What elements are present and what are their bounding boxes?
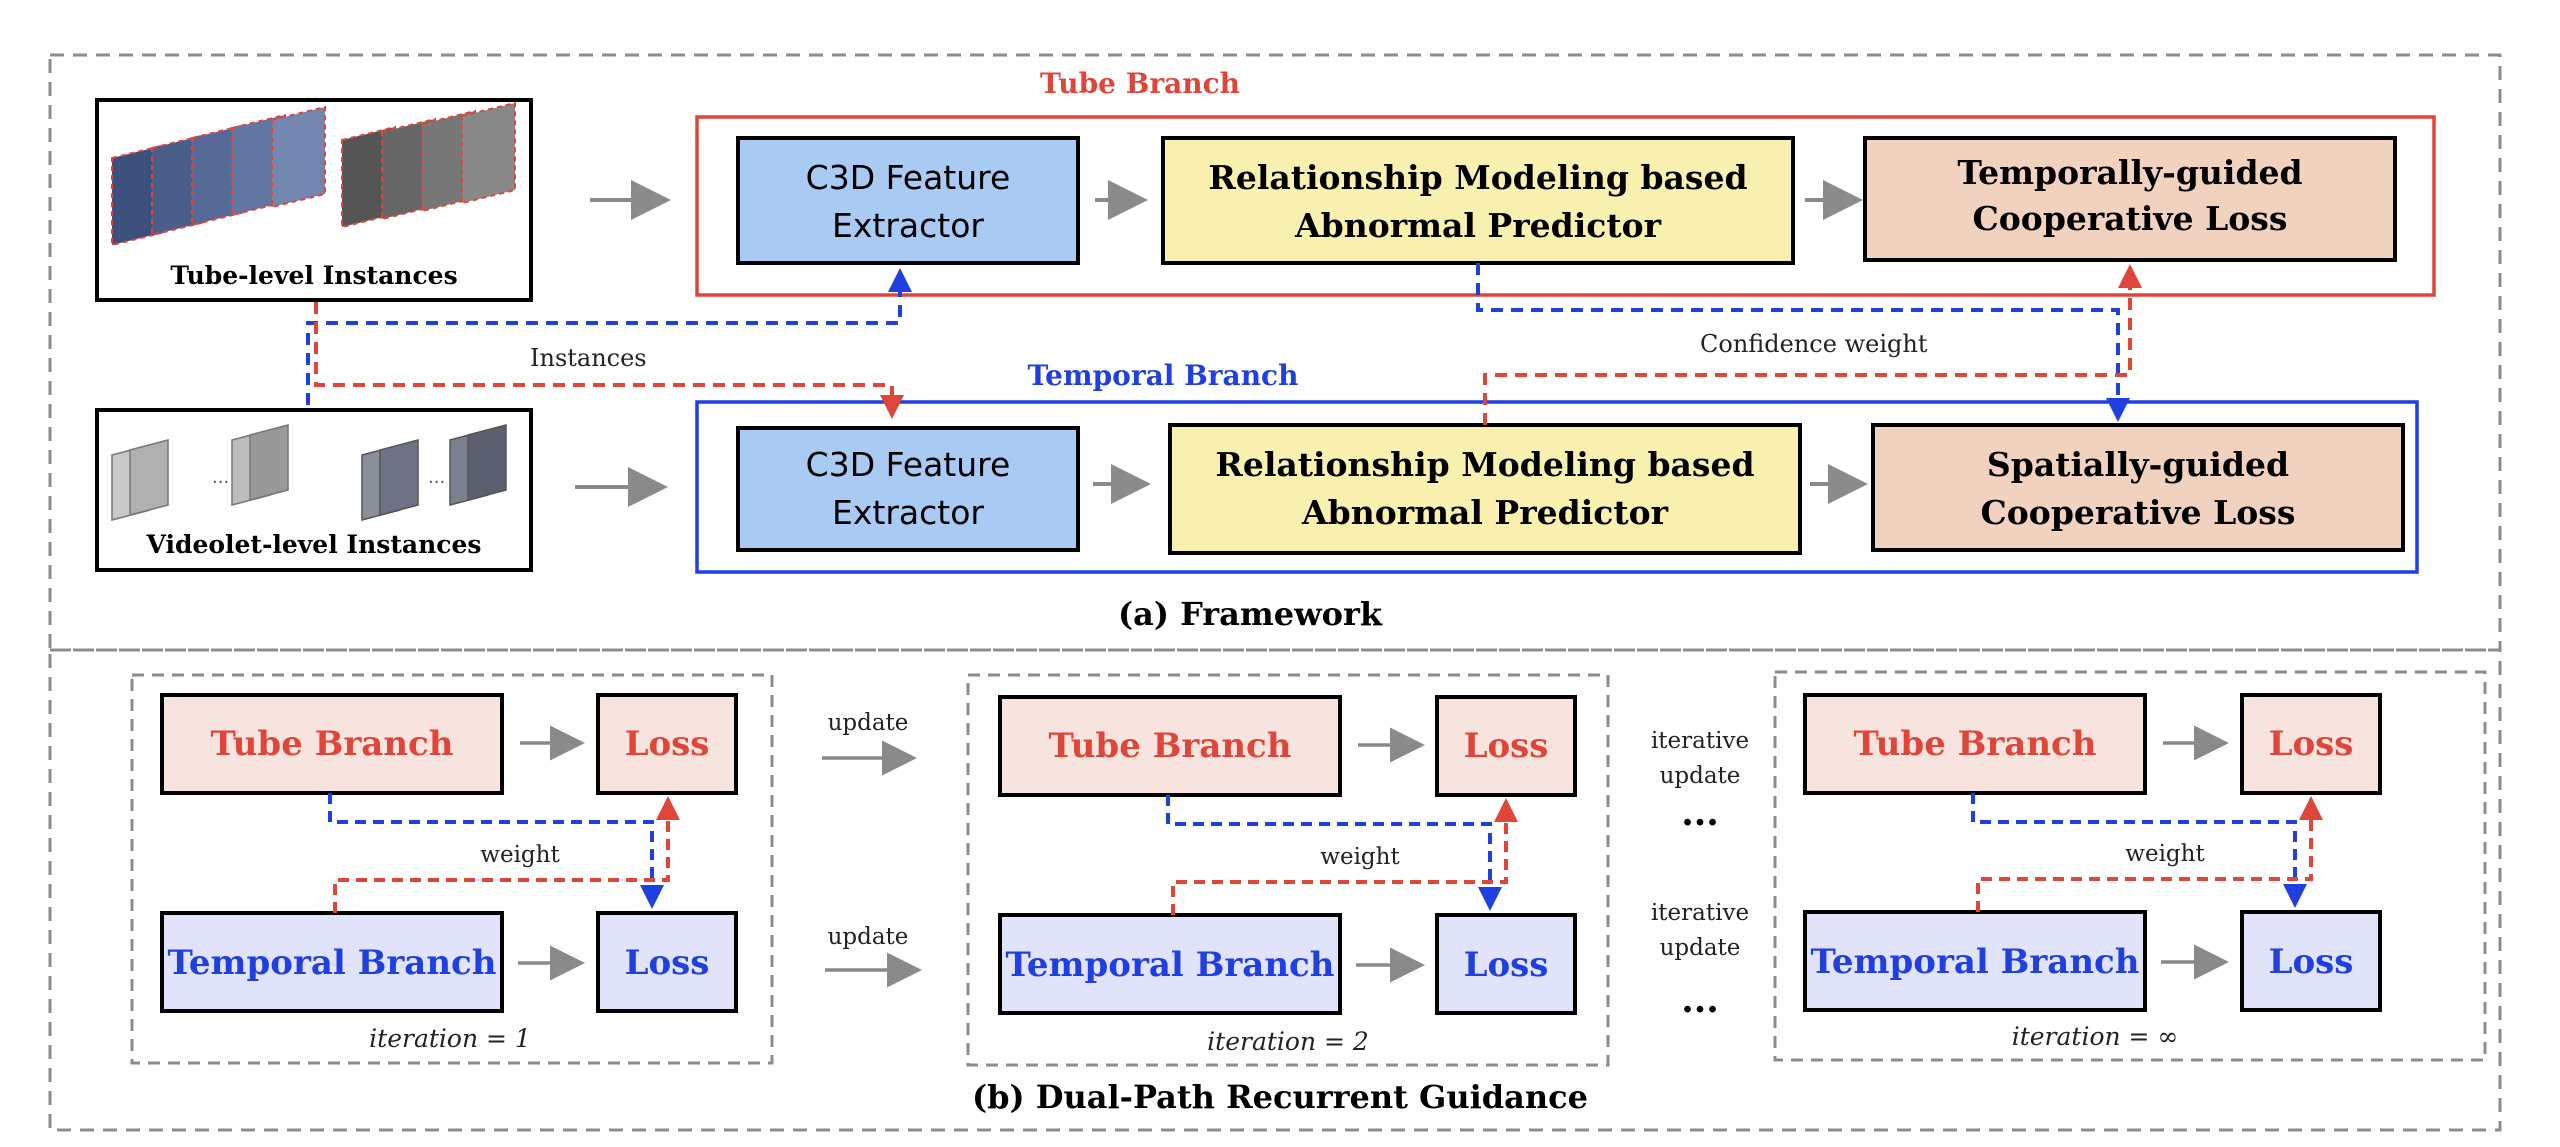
tube-extractor-line2: Extractor	[832, 206, 984, 245]
iteration-panel-1: Tube Branch Loss Temporal Branch Loss we…	[130, 673, 774, 1065]
svg-text:···: ···	[428, 472, 445, 493]
panel2-weight-label: weight	[1320, 844, 1400, 870]
panel3-temporal-branch: Temporal Branch	[1811, 942, 2140, 982]
panel2-temporal-branch: Temporal Branch	[1006, 945, 1335, 985]
iterative-update-bottom-line2: update	[1660, 935, 1741, 961]
panel2-iteration: iteration = 2	[1207, 1027, 1369, 1056]
tube-instances-label: Tube-level Instances	[170, 261, 457, 290]
panel1-tube-branch: Tube Branch	[211, 724, 454, 764]
tube-extractor-line1: C3D Feature	[806, 158, 1011, 197]
iterative-update-top-line1: iterative	[1651, 728, 1749, 754]
panel2-loss-top: Loss	[1464, 726, 1549, 766]
svg-text:···: ···	[212, 472, 229, 493]
videolet-instances-panel: ··· ··· Videolet-level Instances	[95, 408, 533, 572]
panel3-loss-bottom: Loss	[2269, 942, 2354, 982]
update-label-bottom: update	[828, 924, 909, 950]
panel1-loss-top: Loss	[625, 724, 710, 764]
update-label-top: update	[828, 710, 909, 736]
panel2-loss-bottom: Loss	[1464, 945, 1549, 985]
temporal-spatially-guided-loss: Spatially-guided Cooperative Loss	[1871, 423, 2405, 552]
confidence-weight-label: Confidence weight	[1700, 330, 1928, 358]
iteration-panel-3: Tube Branch Loss Temporal Branch Loss we…	[1773, 670, 2487, 1062]
temporal-branch-frame	[695, 400, 2419, 574]
temporal-predictor-line2: Abnormal Predictor	[1301, 493, 1669, 532]
tube-c3d-extractor: C3D Feature Extractor	[736, 136, 1080, 265]
temporal-c3d-extractor: C3D Feature Extractor	[736, 426, 1080, 552]
tube-branch-title: Tube Branch	[1040, 67, 1240, 100]
panel3-loss-top: Loss	[2269, 724, 2354, 764]
panel1-iteration: iteration = 1	[369, 1024, 531, 1053]
tube-abnormal-predictor: Relationship Modeling based Abnormal Pre…	[1161, 136, 1795, 265]
tube-loss-line2: Cooperative Loss	[1973, 199, 2288, 238]
tube-predictor-line1: Relationship Modeling based	[1208, 158, 1747, 197]
panel2-tube-branch: Tube Branch	[1049, 726, 1292, 766]
confidence-red-path	[1483, 264, 2142, 425]
temporal-loss-line2: Cooperative Loss	[1981, 493, 2296, 532]
iteration-panel-2: Tube Branch Loss Temporal Branch Loss we…	[966, 673, 1610, 1067]
temporal-loss-line1: Spatially-guided	[1987, 445, 2289, 484]
ellipsis-top: ...	[1681, 792, 1719, 834]
framework-section-frame	[48, 53, 2502, 652]
temporal-extractor-line1: C3D Feature	[806, 445, 1011, 484]
panel1-temporal-branch: Temporal Branch	[168, 943, 497, 983]
panel3-tube-branch: Tube Branch	[1854, 724, 2097, 764]
panel3-weight-label: weight	[2125, 841, 2205, 867]
temporal-predictor-line1: Relationship Modeling based	[1215, 445, 1754, 484]
framework-caption: (a) Framework	[1118, 595, 1383, 633]
ellipsis-bottom: ...	[1681, 979, 1719, 1021]
guidance-section-frame	[48, 648, 2502, 1132]
videolet-frames-thumbnail: ··· ···	[111, 424, 507, 521]
instances-blue-path	[306, 268, 912, 405]
panel3-iteration: iteration = ∞	[2012, 1022, 2179, 1051]
temporal-abnormal-predictor: Relationship Modeling based Abnormal Pre…	[1168, 423, 1802, 555]
instances-label: Instances	[530, 344, 647, 372]
guidance-caption: (b) Dual-Path Recurrent Guidance	[972, 1078, 1588, 1116]
iterative-update-bottom-line1: iterative	[1651, 900, 1749, 926]
tube-branch-frame	[695, 115, 2436, 297]
temporal-branch-title: Temporal Branch	[1028, 359, 1299, 392]
confidence-blue-path	[1476, 263, 2130, 422]
iterative-update-top-line2: update	[1660, 763, 1741, 789]
tube-predictor-line2: Abnormal Predictor	[1294, 206, 1662, 245]
instances-red-path	[314, 302, 904, 419]
tube-loss-line1: Temporally-guided	[1957, 153, 2302, 192]
tube-temporally-guided-loss: Temporally-guided Cooperative Loss	[1863, 136, 2397, 262]
tube-instances-panel: Tube-level Instances	[95, 98, 533, 302]
panel1-weight-label: weight	[480, 842, 560, 868]
tube-frames-thumbnail	[111, 101, 516, 247]
panel1-loss-bottom: Loss	[625, 943, 710, 983]
videolet-instances-label: Videolet-level Instances	[146, 530, 482, 559]
temporal-extractor-line2: Extractor	[832, 493, 984, 532]
